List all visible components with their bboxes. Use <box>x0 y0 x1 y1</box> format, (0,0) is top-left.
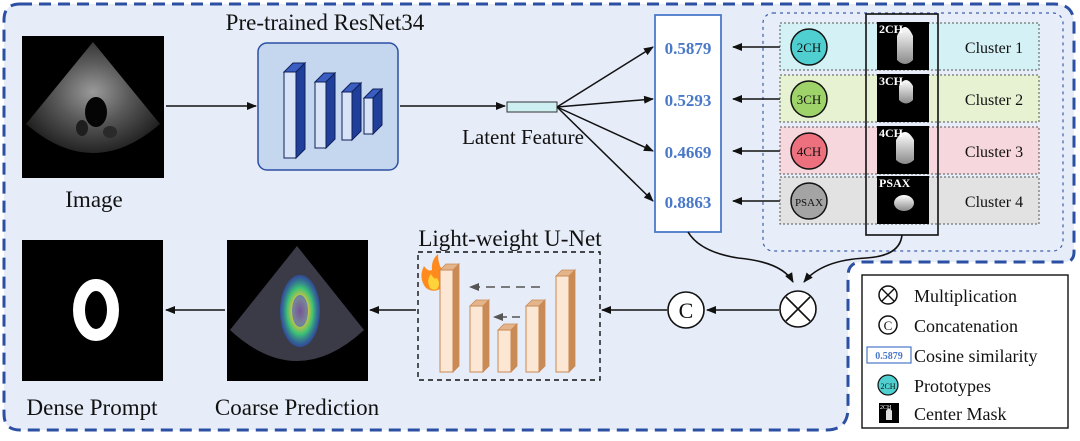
legend-item-prototype: 2CH Prototypes <box>877 374 991 396</box>
legend-item-mask: 2CH Center Mask <box>879 403 1006 424</box>
latent-feature-label: Latent Feature <box>462 125 584 149</box>
cluster-row-1: 2CH 2CH Cluster 1 <box>779 22 1040 71</box>
prototype-icon <box>877 374 899 396</box>
input-image <box>22 36 164 178</box>
svg-text:C: C <box>884 318 893 333</box>
mask-tag: PSAX <box>879 176 911 190</box>
unet-bar-2 <box>469 299 490 373</box>
prototype-label: 4CH <box>797 144 822 159</box>
cluster-row-3: 4CH 4CH Cluster 3 <box>779 126 1040 175</box>
cluster-rows: 2CH 2CH Cluster 1 3CH 3CH Cluster 2 4CH 4CH Clus… <box>779 22 1040 225</box>
similarity-icon <box>866 346 912 364</box>
dense-prompt-image <box>22 240 163 381</box>
unet-bar-4 <box>525 299 546 373</box>
concat-symbol: C <box>679 298 694 323</box>
unet-bar-3 <box>497 323 518 373</box>
legend-label: Concatenation <box>914 316 1018 336</box>
mask-tag: 3CH <box>879 74 904 88</box>
resnet-blocks <box>282 61 384 160</box>
coarse-prediction-label: Coarse Prediction <box>215 395 380 420</box>
resnet34-encoder <box>257 42 399 171</box>
legend-label: Cosine similarity <box>914 346 1038 366</box>
cluster-row-2: 3CH 3CH Cluster 2 <box>779 74 1040 123</box>
prototype-circle <box>790 28 828 66</box>
prototype-label: 3CH <box>797 92 822 107</box>
unet-title: Light-weight U-Net <box>418 226 602 251</box>
prototype-label: 2CH <box>797 40 822 55</box>
legend-label: Center Mask <box>914 404 1006 424</box>
legend-label: Prototypes <box>914 376 991 396</box>
cluster-name: Cluster 2 <box>965 92 1023 109</box>
resnet-block-2 <box>313 71 337 150</box>
cluster-name: Cluster 4 <box>965 194 1023 211</box>
mask-tag: 2CH <box>879 22 904 36</box>
unet-bar-5 <box>555 269 576 373</box>
svg-text:0.5879: 0.5879 <box>875 351 903 362</box>
curve-mask-to-multiply <box>803 234 903 283</box>
concatenation-node: C <box>667 291 705 329</box>
similarity-value: 0.5293 <box>665 91 712 110</box>
curve-similarity-to-multiply <box>687 231 794 283</box>
similarity-column <box>654 14 722 233</box>
resnet-block-3 <box>340 81 363 142</box>
legend-item-concat: C Concatenation <box>878 315 1018 336</box>
similarity-value: 0.4669 <box>665 143 712 162</box>
cluster-name: Cluster 3 <box>965 144 1023 161</box>
prototype-circle <box>790 80 828 118</box>
similarity-value: 0.5879 <box>665 39 712 58</box>
unet-dashed-box <box>417 251 601 381</box>
multiplication-node <box>779 290 817 328</box>
legend-item-similarity: 0.5879 Cosine similarity <box>866 346 1038 366</box>
prototype-circle <box>790 132 828 170</box>
prototype-circle <box>790 182 828 220</box>
svg-text:2CH: 2CH <box>880 405 892 411</box>
latent-feature-bar <box>506 101 558 113</box>
resnet-title: Pre-trained ResNet34 <box>226 10 425 35</box>
concat-icon <box>878 315 898 335</box>
cluster-name: Cluster 1 <box>965 40 1023 57</box>
prototype-label: PSAX <box>795 197 823 209</box>
svg-text:2CH: 2CH <box>880 382 895 391</box>
legend-label: Multiplication <box>914 286 1017 306</box>
image-label: Image <box>65 187 122 212</box>
latent-to-similarity-arrows <box>556 46 654 202</box>
fire-icon <box>421 254 446 291</box>
coarse-prediction-image <box>227 240 368 381</box>
cluster-row-4: PSAX PSAX Cluster 4 <box>779 176 1040 225</box>
similarity-value: 0.8863 <box>665 193 712 212</box>
unet-bars <box>439 263 576 373</box>
dense-prompt-label: Dense Prompt <box>27 395 159 420</box>
legend-item-multiply: Multiplication <box>878 285 1017 306</box>
similarity-values: 0.5879 0.5293 0.4669 0.8863 <box>665 39 790 212</box>
resnet-block-1 <box>282 61 307 160</box>
mask-tag: 4CH <box>879 126 904 140</box>
unet-bar-1 <box>439 263 460 373</box>
resnet-block-4 <box>362 87 384 136</box>
